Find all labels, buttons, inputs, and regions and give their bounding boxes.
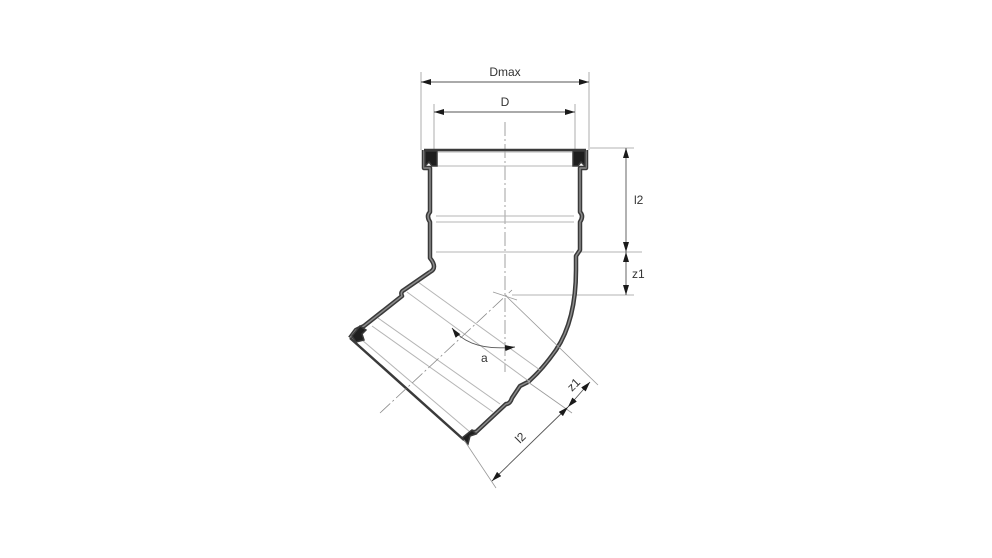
l2-top-label: l2 — [634, 193, 644, 207]
lower-dimensions: z1 l2 — [463, 294, 599, 489]
right-dimensions: l2 z1 — [512, 147, 645, 296]
lower-left-seal — [351, 324, 368, 343]
l2-bottom-label: l2 — [512, 429, 529, 446]
dmax-label: Dmax — [489, 65, 520, 79]
d-dimension: D — [433, 95, 576, 150]
angle-label: a — [481, 351, 488, 365]
top-right-seal — [572, 150, 586, 168]
lower-socket — [348, 270, 541, 446]
angled-centerline — [379, 289, 513, 414]
angle-dimension: a — [451, 327, 516, 365]
top-left-seal — [424, 150, 438, 168]
z1-bottom-label: z1 — [564, 375, 583, 394]
bend-section — [526, 269, 579, 384]
lower-right-seal — [460, 428, 478, 446]
z1-top-label: z1 — [632, 267, 645, 281]
d-label: D — [501, 95, 510, 109]
dmax-dimension: Dmax — [420, 65, 590, 150]
upper-socket — [421, 148, 589, 275]
